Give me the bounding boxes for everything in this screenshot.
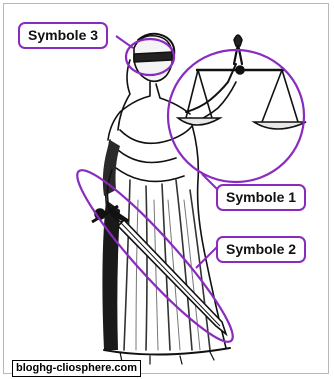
symbol2-label: Symbole 2 xyxy=(216,236,306,263)
symbol3-label: Symbole 3 xyxy=(18,22,108,49)
scale-of-justice xyxy=(178,66,306,129)
symbol1-label: Symbole 1 xyxy=(216,184,306,211)
symbol3-connector xyxy=(116,36,133,48)
source-credit: bloghg-cliosphere.com xyxy=(12,360,141,377)
